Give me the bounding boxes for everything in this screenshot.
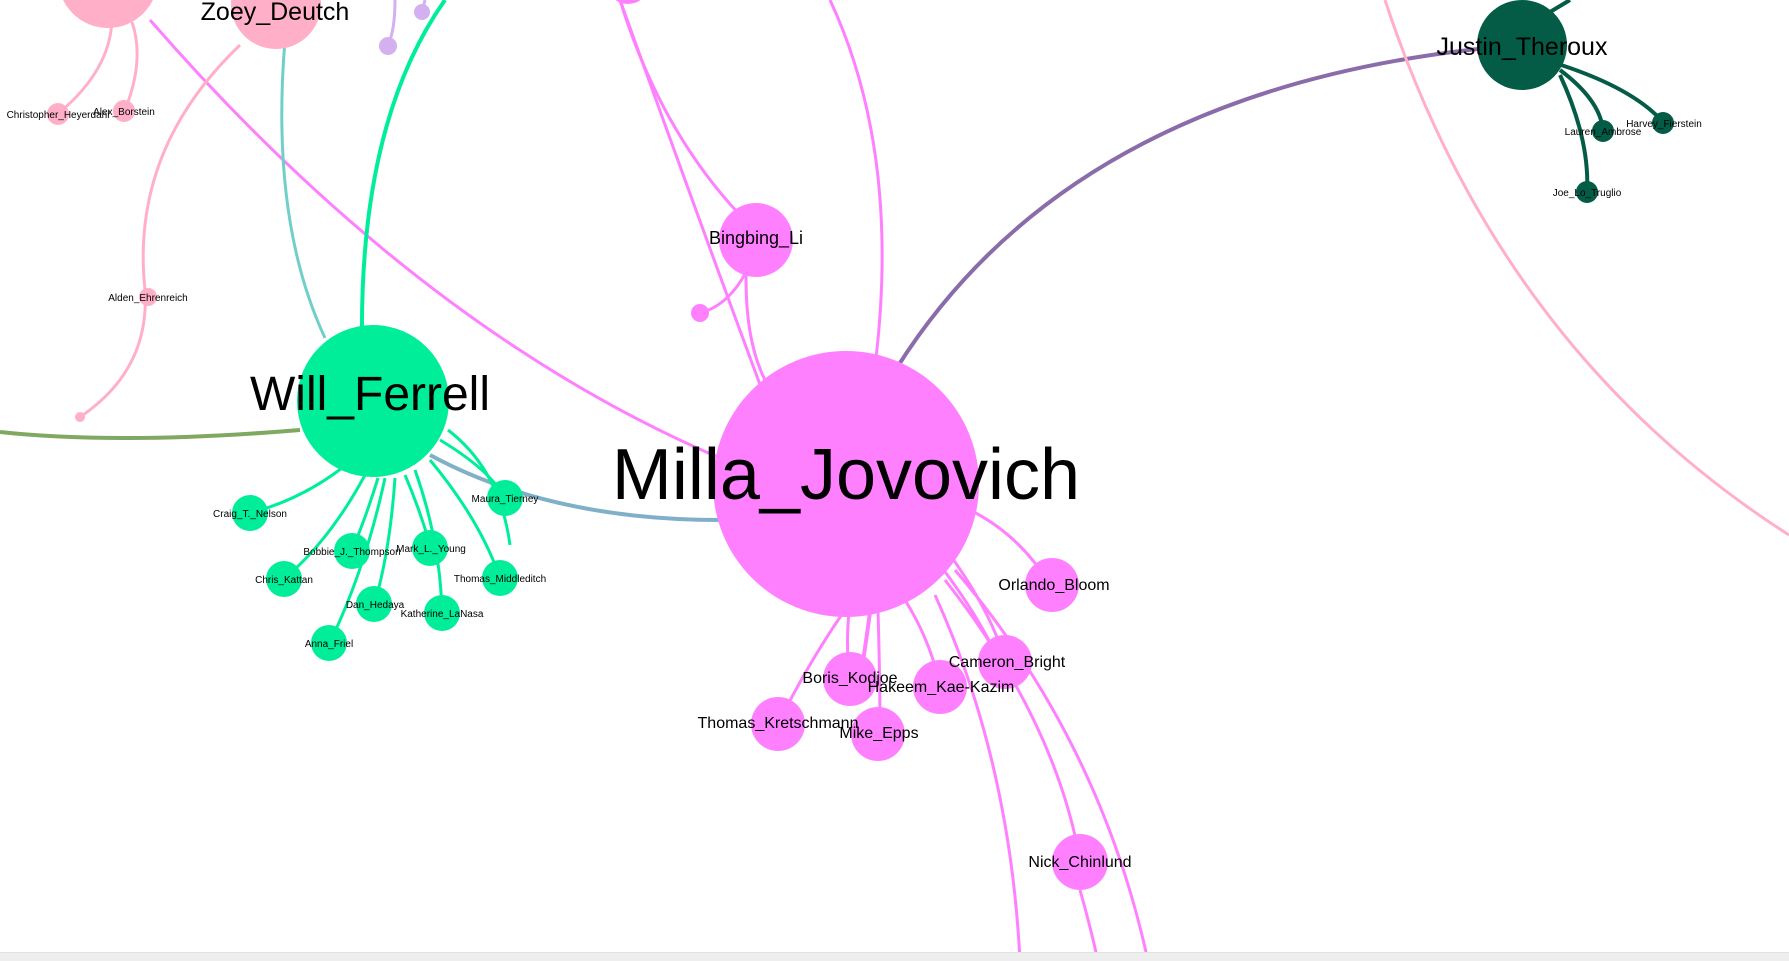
label-dan-hedaya: Dan_Hedaya <box>346 600 405 611</box>
node-christopher-heyerdahl[interactable] <box>47 103 69 125</box>
edge-jovovich-top-b <box>828 0 884 359</box>
label-will-ferrell: Will_Ferrell <box>250 368 490 421</box>
node-chris-kattan[interactable] <box>266 561 302 597</box>
edge-ferrell-maura-b <box>447 428 512 546</box>
label-milla-jovovich: Milla_Jovovich <box>612 435 1080 515</box>
node-orlando-bloom[interactable] <box>1025 558 1079 612</box>
node-bobbie-j-thompson[interactable] <box>334 533 370 569</box>
label-chris-kattan: Chris_Kattan <box>255 575 313 586</box>
node-nick-chinlund[interactable] <box>1052 834 1108 890</box>
edge-pink-left-curve <box>79 43 242 419</box>
node-will-ferrell[interactable] <box>297 325 449 477</box>
edge-jovovich-nick <box>943 579 1082 861</box>
label-joe-lo-truglio: Joe_Lo_Truglio <box>1553 188 1622 199</box>
edge-jovovich-topleft <box>148 19 721 460</box>
node-harvey-fierstein[interactable] <box>1652 112 1674 134</box>
edge-zoey-borstein <box>123 21 139 111</box>
node-alex-borstein[interactable] <box>113 100 135 122</box>
node-zoey-deutch[interactable] <box>231 0 321 49</box>
edge-theroux-joe <box>1558 74 1590 193</box>
node-boris-kodjoe[interactable] <box>823 652 877 706</box>
edge-jovovich-ferrell <box>429 453 721 522</box>
label-nick-chinlund: Nick_Chinlund <box>1028 854 1131 871</box>
label-zoey-deutch: Zoey_Deutch <box>201 0 350 26</box>
node-top-pink-partial[interactable] <box>606 0 650 4</box>
edge-jovovich-theroux <box>896 43 1521 368</box>
label-maura-tierney: Maura_Tierney <box>472 494 539 505</box>
node-craig-t-nelson[interactable] <box>232 495 268 531</box>
node-dan-hedaya[interactable] <box>356 586 392 622</box>
bottom-bar <box>0 952 1789 961</box>
label-anna-friel: Anna_Friel <box>305 639 353 650</box>
edge-zoey-christopher <box>59 19 114 114</box>
node-bingbing-li[interactable] <box>719 203 793 277</box>
nodes[interactable] <box>47 0 1674 890</box>
node-thomas-kretschmann[interactable] <box>751 697 805 751</box>
labels: Milla_Jovovich Will_Ferrell Zoey_Deutch … <box>7 0 1702 871</box>
node-bingbing-small[interactable] <box>691 304 709 322</box>
label-bobbie-j-thompson: Bobbie_J._Thompson <box>303 547 400 558</box>
node-lavender-b[interactable] <box>414 4 430 20</box>
label-mark-l-young: Mark_L._Young <box>396 544 466 555</box>
edge-bingbing-up <box>618 0 742 217</box>
node-cameron-bright[interactable] <box>978 635 1032 689</box>
node-anna-friel[interactable] <box>311 625 347 661</box>
node-hakeem-kae-kazim[interactable] <box>913 660 967 714</box>
edge-nick-down <box>1078 889 1100 961</box>
label-orlando-bloom: Orlando_Bloom <box>998 577 1109 594</box>
label-boris-kodjoe: Boris_Kodjoe <box>802 670 897 687</box>
node-topleft-pink[interactable] <box>58 0 158 28</box>
label-craig-t-nelson: Craig_T._Nelson <box>213 509 287 520</box>
edge-jovovich-down-b <box>953 569 1150 961</box>
label-thomas-middleditch: Thomas_Middleditch <box>454 574 546 585</box>
node-katherine-lanasa[interactable] <box>424 595 460 631</box>
node-alden-ehrenreich[interactable] <box>139 288 157 306</box>
edge-pink-right <box>1383 0 1789 537</box>
node-lavender-a[interactable] <box>379 37 397 55</box>
label-hakeem-kae-kazim: Hakeem_Kae-Kazim <box>868 679 1015 696</box>
node-joe-lo-truglio[interactable] <box>1576 181 1598 203</box>
node-maura-tierney[interactable] <box>487 480 523 516</box>
edge-ferrell-top-green <box>359 0 447 339</box>
label-mike-epps: Mike_Epps <box>839 725 918 742</box>
node-mark-l-young[interactable] <box>412 530 448 566</box>
edge-theroux-harvey <box>1544 58 1665 124</box>
label-alden-ehrenreich: Alden_Ehrenreich <box>108 293 188 304</box>
node-milla-jovovich[interactable] <box>713 351 979 617</box>
node-mike-epps[interactable] <box>851 707 905 761</box>
label-cameron-bright: Cameron_Bright <box>949 654 1066 671</box>
label-lauren-ambrose: Lauren_Ambrose <box>1565 127 1642 138</box>
label-alex-borstein: Alex_Borstein <box>93 107 155 118</box>
label-harvey-fierstein: Harvey_Fierstein <box>1626 119 1702 130</box>
node-lauren-ambrose[interactable] <box>1592 120 1614 142</box>
label-christopher-heyerdahl: Christopher_Heyerdahl <box>7 110 110 121</box>
node-small-pink[interactable] <box>75 412 85 422</box>
edge-ferrell-left <box>0 428 301 441</box>
label-thomas-kretschmann: Thomas_Kretschmann <box>698 715 859 732</box>
label-katherine-lanasa: Katherine_LaNasa <box>401 609 484 620</box>
node-thomas-middleditch[interactable] <box>482 560 518 596</box>
edge-ferrell-dan <box>373 477 397 603</box>
edge-jovovich-down-a <box>933 594 1022 961</box>
node-justin-theroux[interactable] <box>1477 0 1567 90</box>
label-bingbing-li: Bingbing_Li <box>709 228 803 249</box>
edge-ferrell-zoey-teal <box>280 39 327 339</box>
label-justin-theroux: Justin_Theroux <box>1437 33 1608 61</box>
